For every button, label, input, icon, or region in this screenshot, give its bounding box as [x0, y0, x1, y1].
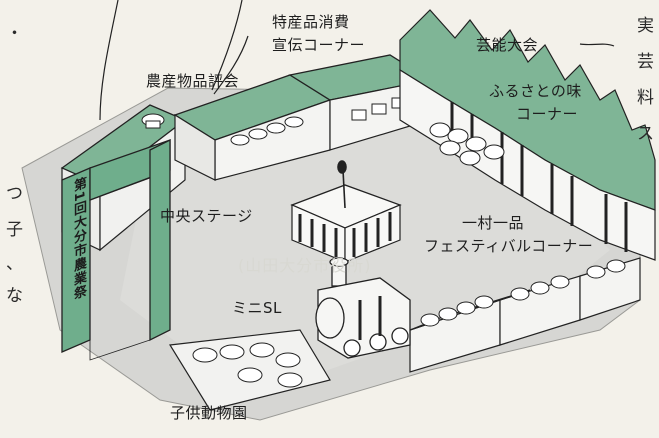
label-isson-line2: フェスティバルコーナー — [424, 237, 594, 255]
microphone-icon — [337, 160, 347, 209]
label-tokusanhin-line2: 宣伝コーナー — [272, 36, 366, 54]
gate-sign-text: 第1回大分市農業祭 — [71, 175, 86, 303]
stage-stripes — [298, 212, 392, 257]
zoo-animals — [192, 342, 303, 388]
right-margin-char-1: 芸 — [637, 52, 654, 72]
leader-line-1 — [99, 0, 119, 121]
label-tokusanhin-line1: 特産品消費 — [272, 13, 350, 31]
stage-right — [344, 204, 401, 263]
gate-right-post — [149, 138, 171, 342]
right-margin-char-0: 実 — [637, 16, 654, 36]
mini-sl-train — [315, 257, 411, 359]
label-chuo-stage: 中央ステージ — [160, 207, 253, 225]
left-margin-char-0: ・ — [6, 24, 23, 44]
nosanbutsu-side — [174, 113, 216, 181]
label-kodomo: 子供動物園 — [170, 404, 248, 422]
label-mini-sl: ミニSL — [232, 299, 282, 317]
left-margin-char-3: 、 — [6, 254, 23, 274]
label-geino: 芸能大会 — [476, 36, 539, 54]
gate-inner — [89, 177, 151, 361]
label-isson-line1: 一村一品 — [462, 214, 525, 232]
leader-line-geino — [579, 43, 615, 47]
left-margin-char-4: な — [6, 286, 23, 306]
produce-display-2 — [351, 97, 407, 121]
label-furusato-line2: コーナー — [516, 105, 579, 123]
furusato-produce — [429, 122, 505, 166]
telephone-icon-1 — [141, 113, 165, 129]
isson-produce — [420, 259, 626, 327]
leader-line-3 — [213, 35, 249, 95]
left-margin-char-1: つ — [6, 184, 23, 204]
right-margin-char-3: ス — [637, 124, 654, 144]
right-margin-char-2: 料 — [637, 88, 654, 108]
label-nosanbutsu: 農産物品評会 — [146, 72, 240, 90]
produce-display-1 — [230, 116, 304, 146]
left-margin-char-2: 子 — [6, 220, 23, 240]
watermark-text: (山田大分市役所) — [238, 256, 372, 275]
leader-line-2 — [211, 0, 243, 91]
label-furusato-line1: ふるさとの味 — [489, 82, 582, 100]
